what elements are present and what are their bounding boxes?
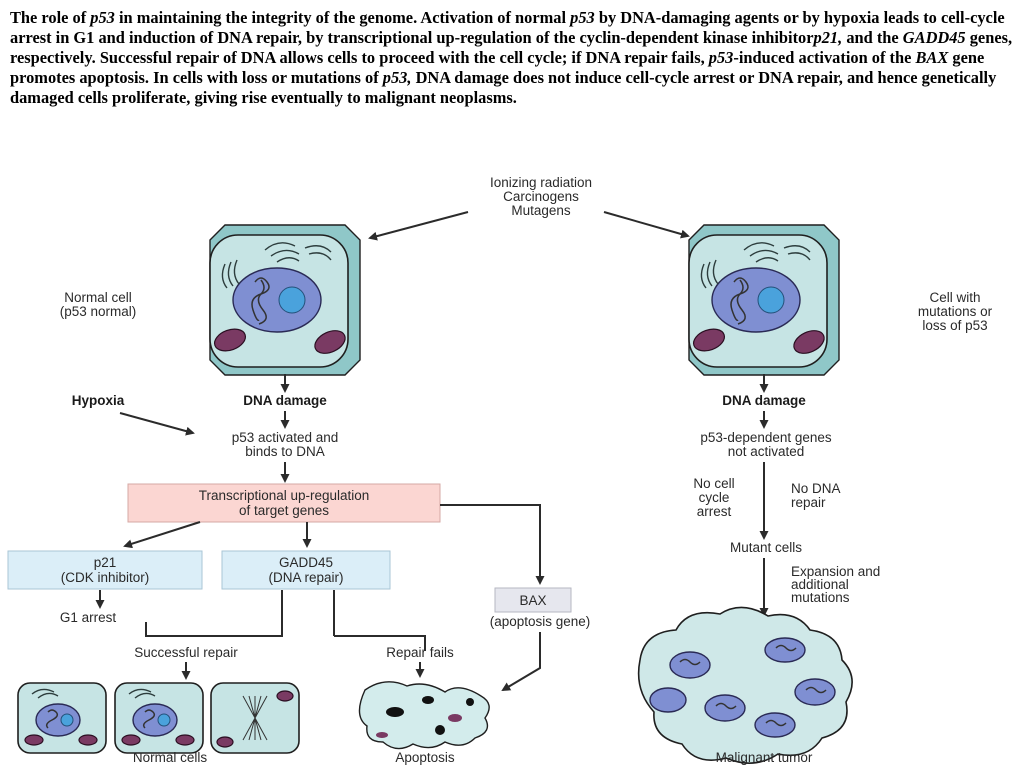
svg-text:BAX: BAX xyxy=(519,593,546,608)
apoptosis-illustration xyxy=(358,681,490,750)
svg-text:loss of p53: loss of p53 xyxy=(922,318,987,333)
malignant-tumor-illustration xyxy=(637,606,853,764)
svg-text:of target genes: of target genes xyxy=(239,503,329,518)
bax-to-apoptosis-arrow xyxy=(501,632,541,692)
svg-text:(DNA repair): (DNA repair) xyxy=(268,570,343,585)
transcriptional-upregulation-box: Transcriptional up-regulation of target … xyxy=(127,483,441,523)
no-cell-cycle-arrest-label: No cell cycle arrest xyxy=(693,476,734,519)
normal-cells-illustration xyxy=(17,682,300,754)
gadd45-box: GADD45 (DNA repair) xyxy=(221,550,391,590)
svg-text:additional: additional xyxy=(791,577,849,592)
normal-cell-illustration xyxy=(209,224,361,376)
p21-box: p21 (CDK inhibitor) xyxy=(7,550,203,590)
p53-dependent-genes-label: p53-dependent genes not activated xyxy=(700,430,832,459)
repair-fails-label: Repair fails xyxy=(386,645,454,660)
bax-box: BAX xyxy=(494,587,572,613)
svg-text:No cell: No cell xyxy=(693,476,734,491)
svg-text:Cell with: Cell with xyxy=(929,290,980,305)
svg-text:Ionizing radiation: Ionizing radiation xyxy=(490,175,592,190)
svg-text:mutations: mutations xyxy=(791,590,850,605)
normal-cell-label: Normal cell (p53 normal) xyxy=(60,290,137,319)
dna-damage-label-right: DNA damage xyxy=(722,393,806,408)
bax-subtitle: (apoptosis gene) xyxy=(490,614,591,629)
svg-text:Expansion and: Expansion and xyxy=(791,564,880,579)
no-dna-repair-label: No DNA repair xyxy=(791,481,841,510)
svg-text:Mutagens: Mutagens xyxy=(511,203,571,218)
hypoxia-label: Hypoxia xyxy=(72,393,125,408)
svg-text:(p53 normal): (p53 normal) xyxy=(60,304,137,319)
to-p21-arrow xyxy=(123,521,201,549)
svg-text:p53 activated and: p53 activated and xyxy=(232,430,339,445)
svg-text:repair: repair xyxy=(791,495,826,510)
svg-text:mutations or: mutations or xyxy=(918,304,993,319)
svg-text:arrest: arrest xyxy=(697,504,732,519)
p53-activated-label: p53 activated and binds to DNA xyxy=(232,430,339,459)
malignant-tumor-label: Malignant tumor xyxy=(716,750,813,765)
successful-repair-bracket xyxy=(145,590,283,637)
agents-to-normal-cell-arrow xyxy=(368,211,469,241)
figure-caption: The role of p53 in maintaining the integ… xyxy=(10,8,1013,107)
apoptosis-label: Apoptosis xyxy=(395,750,455,765)
svg-text:(CDK inhibitor): (CDK inhibitor) xyxy=(61,570,150,585)
repair-fails-connector xyxy=(334,635,426,651)
successful-repair-label: Successful repair xyxy=(134,645,238,660)
dna-damage-label-left: DNA damage xyxy=(243,393,327,408)
mutant-cell-illustration xyxy=(688,224,840,376)
agents-to-mutant-cell-arrow xyxy=(603,211,690,239)
svg-text:binds to DNA: binds to DNA xyxy=(245,444,325,459)
expansion-label: Expansion and additional mutations xyxy=(791,564,880,605)
svg-text:No DNA: No DNA xyxy=(791,481,841,496)
svg-text:Carcinogens: Carcinogens xyxy=(503,189,579,204)
mutant-cell-label: Cell with mutations or loss of p53 xyxy=(918,290,993,333)
svg-text:p53-dependent genes: p53-dependent genes xyxy=(700,430,832,445)
svg-text:cycle: cycle xyxy=(699,490,730,505)
to-bax-arrow xyxy=(440,504,545,585)
normal-cells-label: Normal cells xyxy=(133,750,208,765)
hypoxia-arrow xyxy=(119,412,195,436)
svg-text:Transcriptional up-regulation: Transcriptional up-regulation xyxy=(199,488,370,503)
svg-text:Normal cell: Normal cell xyxy=(64,290,132,305)
svg-text:not activated: not activated xyxy=(728,444,805,459)
g1-arrest-label: G1 arrest xyxy=(60,610,117,625)
mutant-cells-label: Mutant cells xyxy=(730,540,802,555)
svg-text:GADD45: GADD45 xyxy=(279,555,333,570)
svg-text:p21: p21 xyxy=(94,555,117,570)
dna-damaging-agents: Ionizing radiation Carcinogens Mutagens xyxy=(490,175,592,218)
